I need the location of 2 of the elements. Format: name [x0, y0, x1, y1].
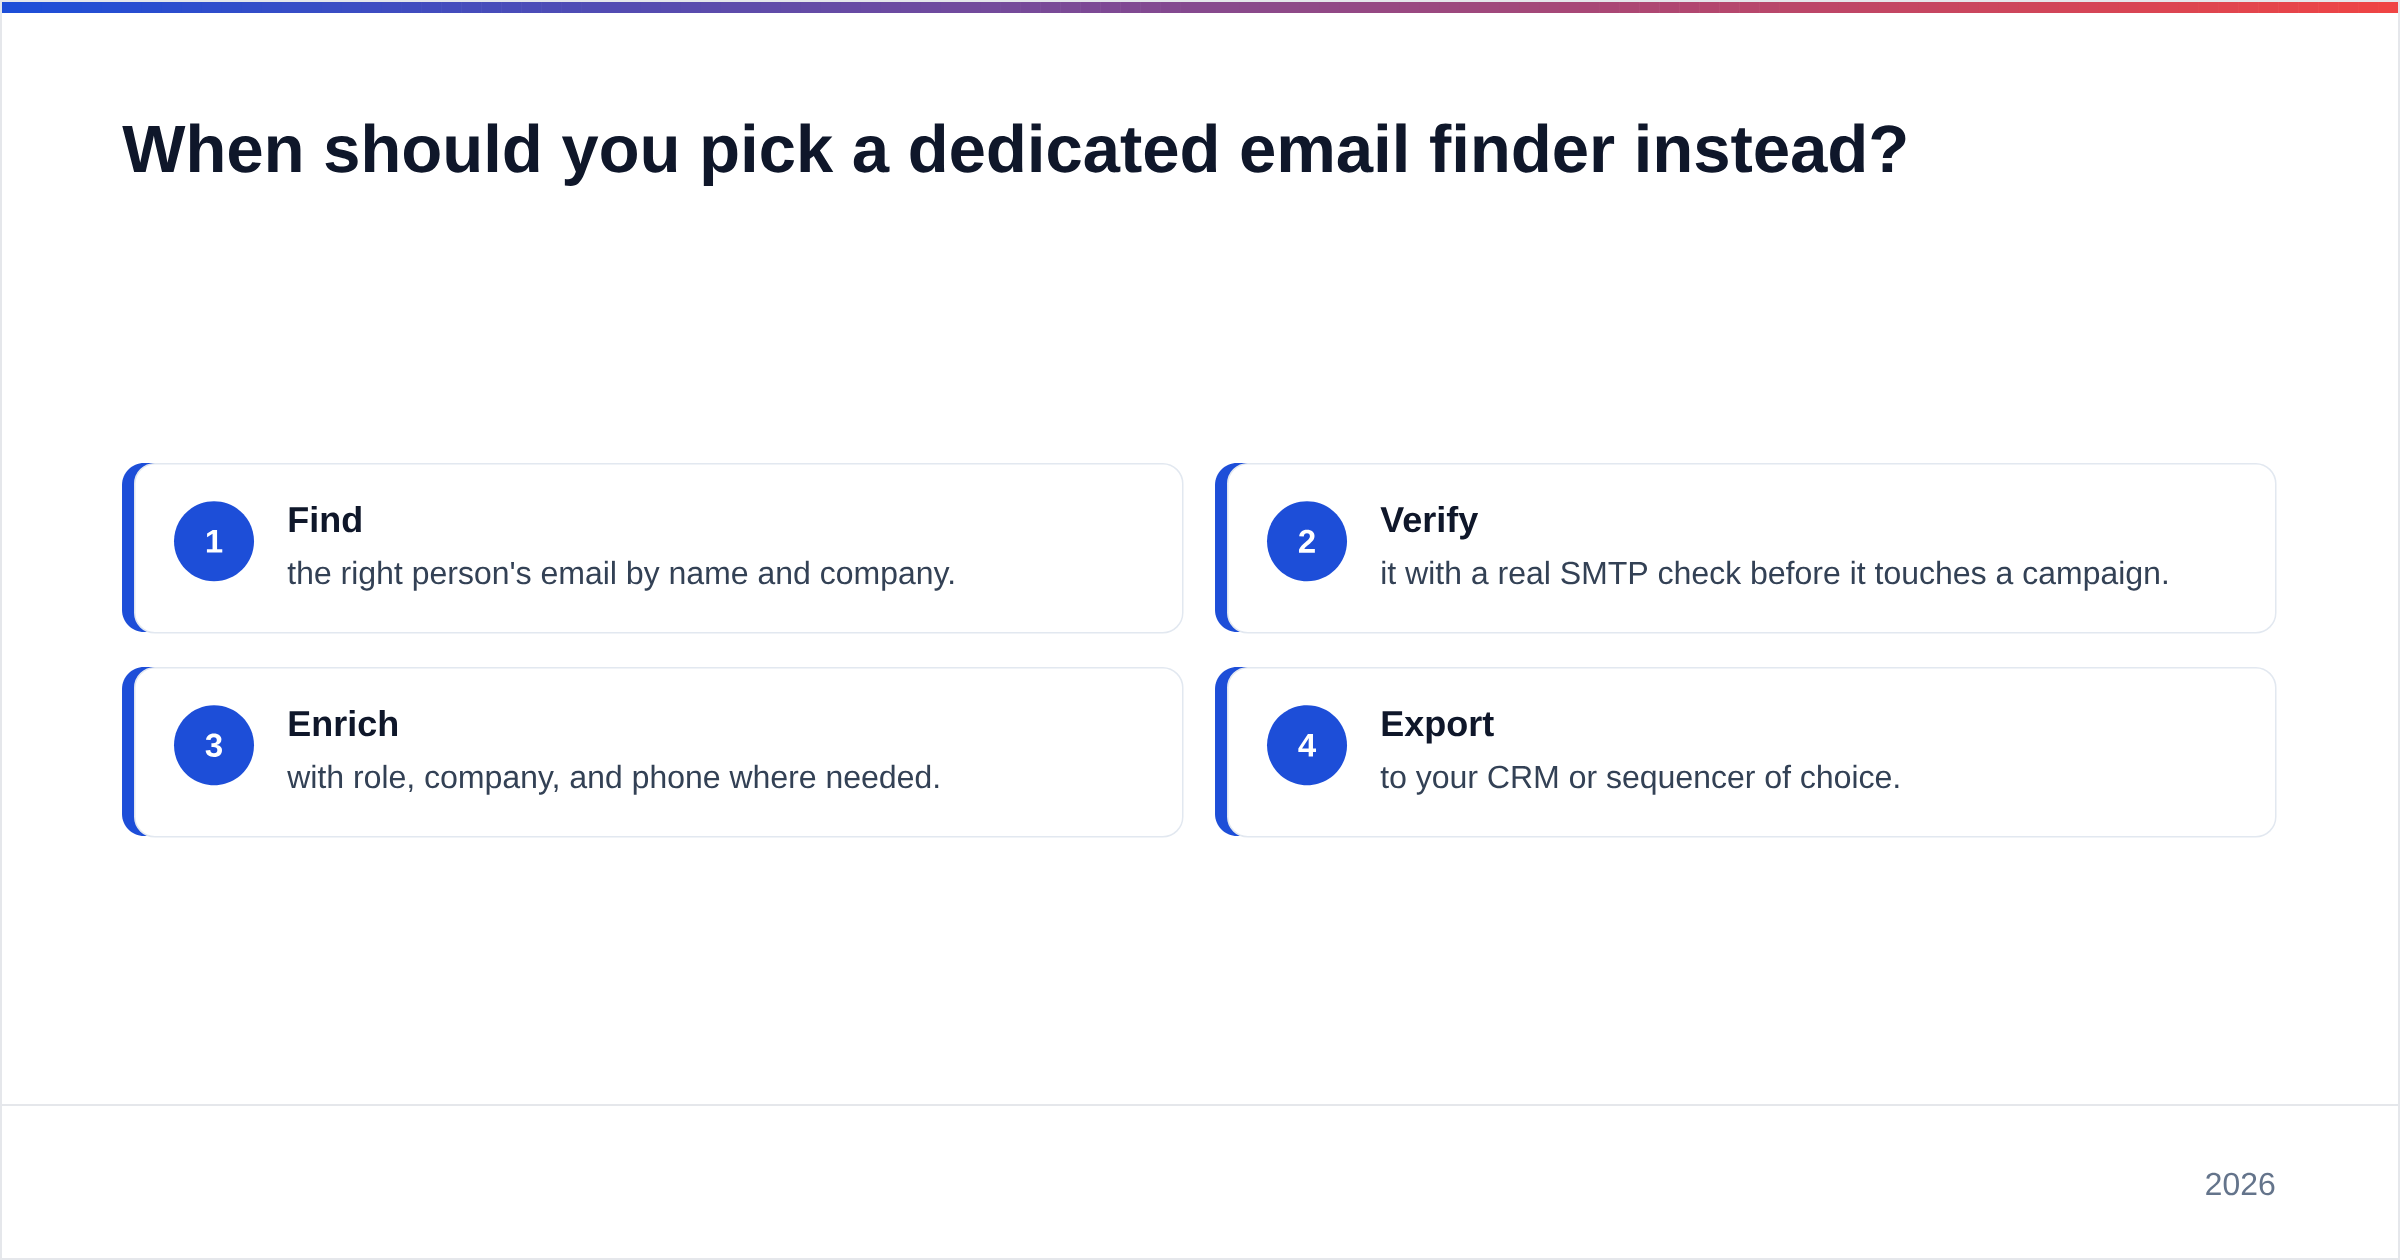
title: When should you pick a dedicated email finder instead?	[122, 123, 1906, 186]
year-text: 2026	[2206, 1172, 2275, 1196]
